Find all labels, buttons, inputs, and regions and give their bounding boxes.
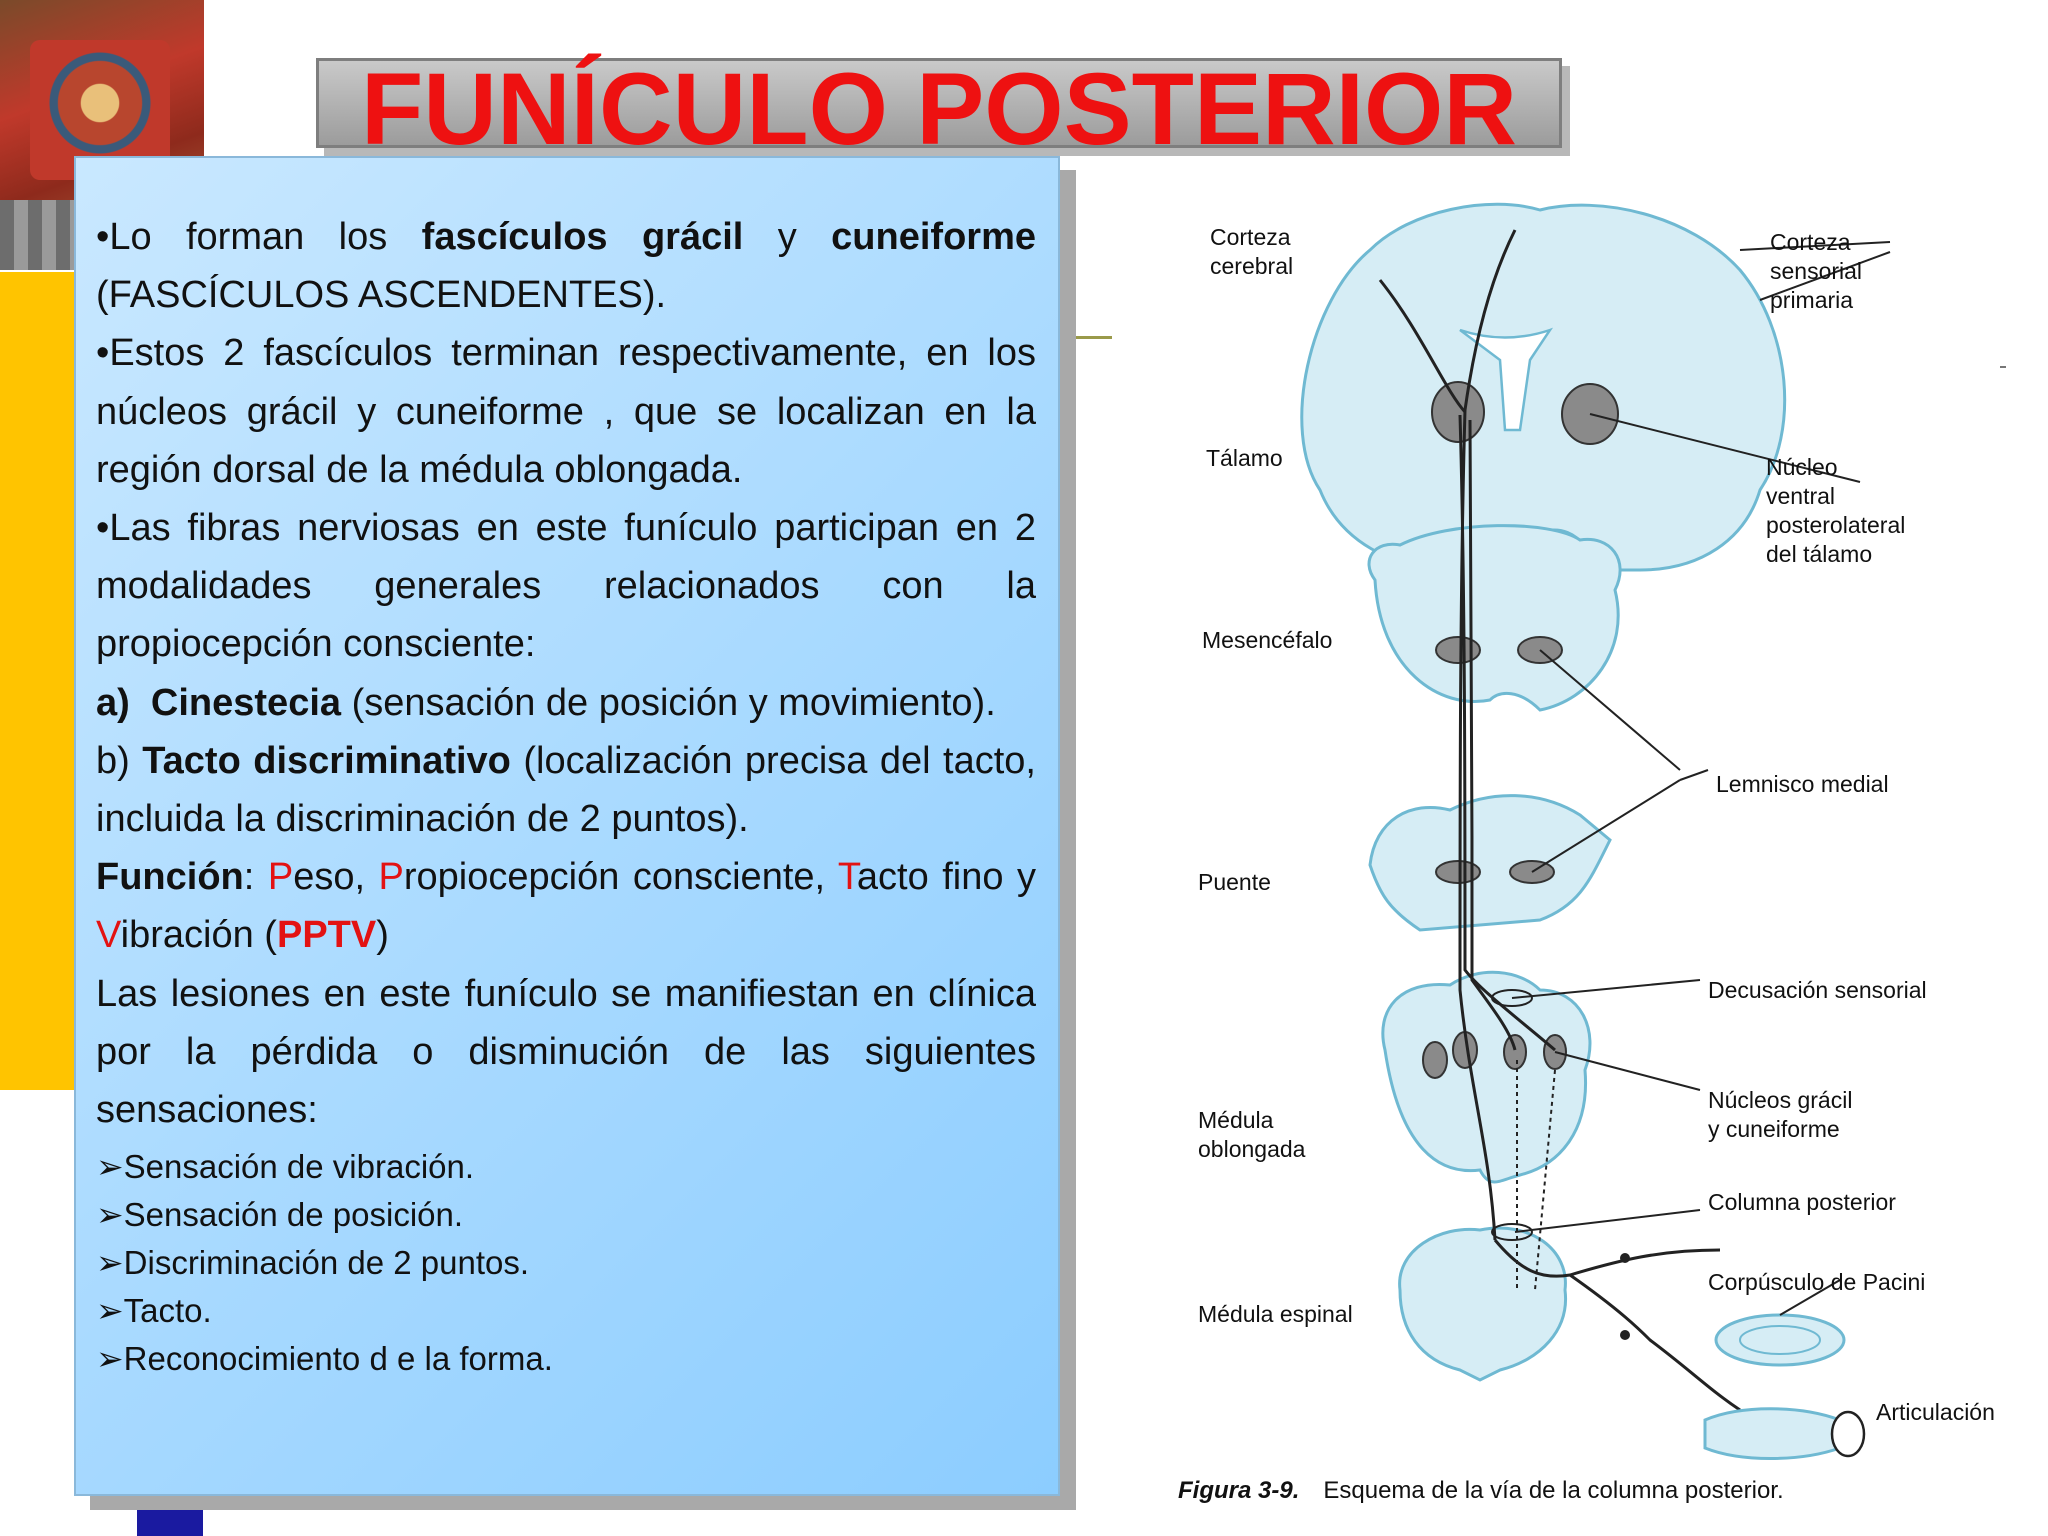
label-columna-posterior: Columna posterior [1708,1189,1896,1215]
paragraph-modalidades: •Las fibras nerviosas en este funículo p… [96,507,1036,666]
label-nucleo-ventral: Núcleo ventral posterolateral del tálamo [1766,454,1906,567]
label-corpusculo-pacini: Corpúsculo de Pacini [1708,1269,1926,1295]
figure-caption: Figura 3-9.Esquema de la vía de la colum… [1178,1477,1784,1504]
label-medula-oblongada: Médula oblongada [1198,1107,1306,1162]
item-cinestecia: a) Cinestecia (sensación de posición y m… [96,681,996,724]
spinal-cord-section [1398,1226,1568,1382]
paragraph-funcion: Función: Peso, Propiocepción consciente,… [96,856,1036,957]
midbrain-section [1367,524,1622,712]
label-lemnisco-medial: Lemnisco medial [1716,771,1889,797]
content-panel: •Lo forman los fascículos grácil y cunei… [74,156,1060,1496]
list-item: ➢Reconocimiento d e la forma. [96,1340,553,1378]
list-item: ➢Discriminación de 2 puntos. [96,1244,530,1282]
label-articulacion: Articulación [1876,1399,1995,1425]
label-corteza-sensorial: Corteza sensorial primaria [1770,229,1863,313]
decorative-line [1060,336,1112,339]
label-medula-espinal: Médula espinal [1198,1301,1353,1327]
paragraph-nucleos: •Estos 2 fascículos terminan respectivam… [96,332,1036,491]
item-tacto-discriminativo: b) Tacto discriminativo (localización pr… [96,739,1036,841]
content-text: •Lo forman los fascículos grácil y cunei… [96,208,1036,1383]
paragraph-lesiones: Las lesiones en este funículo se manifie… [96,972,1036,1132]
label-decusacion: Decusación sensorial [1708,977,1927,1003]
label-mesencefalo: Mesencéfalo [1202,627,1333,653]
list-item: ➢Sensación de vibración. [96,1148,475,1186]
title-banner [316,58,1562,148]
label-talamo: Tálamo [1206,445,1283,471]
decorative-yellow-bar [0,272,78,1090]
pons-section [1368,794,1612,932]
paragraph-fasciculos: •Lo forman los fascículos grácil y cunei… [96,216,1036,317]
list-item: ➢Sensación de posición. [96,1196,464,1234]
label-corteza-cerebral: Corteza cerebral [1210,224,1294,279]
sensations-list: ➢Sensación de vibración. ➢Sensación de p… [96,1143,1036,1383]
cerebral-cortex-section [1300,202,1787,572]
posterior-column-diagram [1300,202,1891,1460]
page-title: FUNÍCULO POSTERIOR [360,52,1518,166]
decorative-mark [2000,366,2006,368]
medulla-section [1381,970,1592,1184]
label-puente: Puente [1198,869,1271,895]
list-item: ➢Tacto. [96,1292,212,1330]
label-nucleos-gracil: Núcleos grácil y cuneiforme [1708,1087,1853,1142]
